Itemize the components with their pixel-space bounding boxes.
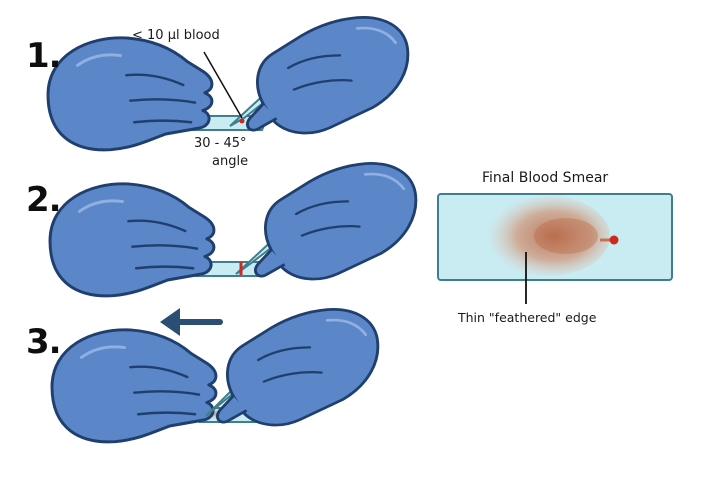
feathered-edge-label: Thin "feathered" edge [458, 310, 597, 325]
final-smear-panel [437, 193, 673, 304]
smear-outer [486, 196, 610, 276]
left-gloved-hand [48, 182, 216, 298]
step-2-group [48, 161, 418, 298]
blood-drop [239, 118, 245, 124]
right-gloved-hand [253, 161, 418, 281]
smear-core [534, 218, 598, 254]
angle-label-line1: 30 - 45° [194, 136, 247, 151]
step-number-2: 2. [26, 180, 62, 220]
step-number-3: 3. [26, 322, 62, 362]
step-1-group [46, 15, 410, 152]
left-gloved-hand [46, 36, 214, 152]
blood-drop [609, 235, 619, 245]
step-3-group [50, 307, 380, 444]
final-smear-title: Final Blood Smear [482, 170, 609, 186]
left-arrow-icon [160, 308, 223, 336]
angle-label-line2: angle [212, 154, 249, 169]
step-number-1: 1. [26, 36, 62, 76]
left-gloved-hand [50, 328, 218, 444]
right-gloved-hand [215, 307, 380, 427]
blood-volume-label: < 10 µl blood [132, 28, 220, 43]
right-gloved-hand [245, 15, 410, 135]
blood-pointer-line [203, 51, 243, 119]
